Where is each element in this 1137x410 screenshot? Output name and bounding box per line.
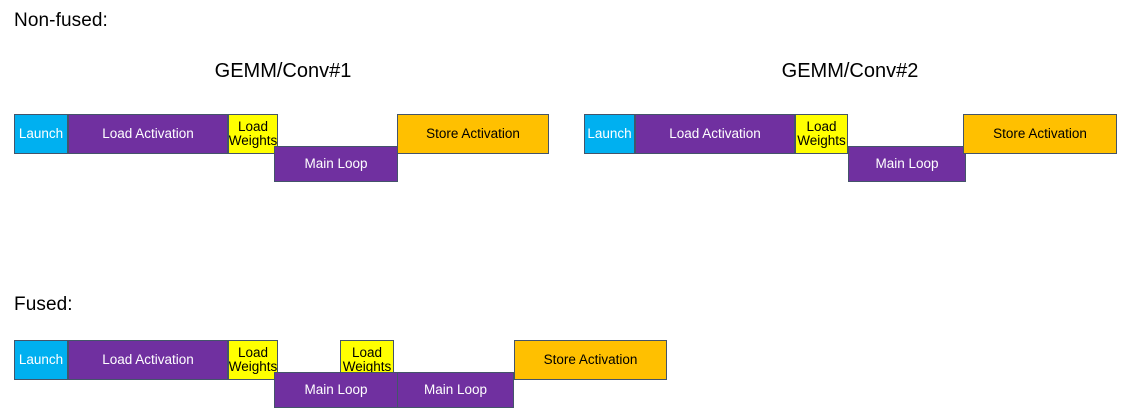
group-title: GEMM/Conv#2	[781, 60, 919, 82]
timeline-bar-load-activation-f: Load Activation	[68, 340, 228, 380]
timeline-bar-launch-2: Launch	[584, 114, 635, 154]
timeline-bar-store-activation-2: Store Activation	[963, 114, 1117, 154]
timeline-bar-load-weights-1: Load Weights	[228, 114, 278, 154]
section-label-non-fused: Non-fused:	[14, 10, 108, 31]
timeline-bar-launch-1: Launch	[14, 114, 68, 154]
timeline-bar-launch-f: Launch	[14, 340, 68, 380]
timeline-bar-load-weights-2: Load Weights	[795, 114, 848, 154]
timeline-bar-main-loop-2: Main Loop	[848, 146, 966, 182]
timeline-bar-load-activation-2: Load Activation	[635, 114, 795, 154]
timeline-bar-main-loop-1: Main Loop	[274, 146, 398, 182]
section-label-fused: Fused:	[14, 294, 73, 315]
timeline-bar-store-activation-f: Store Activation	[514, 340, 667, 380]
timeline-bar-main-loop-f2: Main Loop	[397, 372, 514, 408]
timeline-bar-store-activation-1: Store Activation	[397, 114, 549, 154]
timeline-bar-main-loop-f1: Main Loop	[274, 372, 398, 408]
group-title: GEMM/Conv#1	[214, 60, 352, 82]
timeline-bar-load-activation-1: Load Activation	[68, 114, 228, 154]
timeline-bar-load-weights-f1: Load Weights	[228, 340, 278, 380]
